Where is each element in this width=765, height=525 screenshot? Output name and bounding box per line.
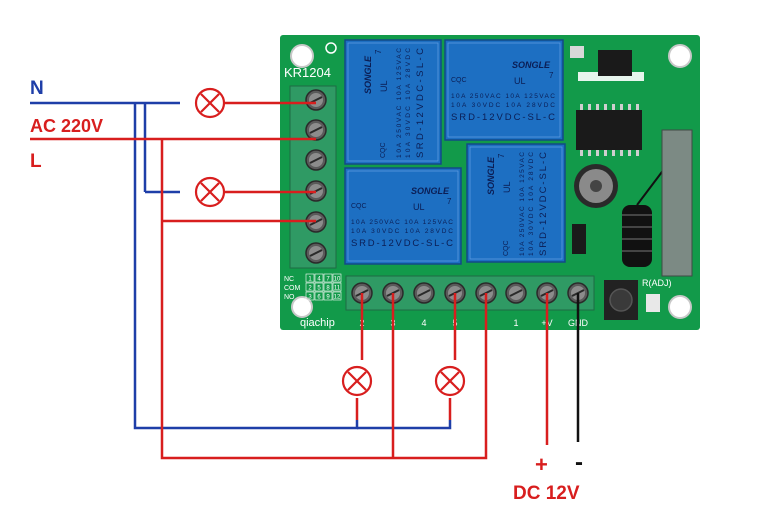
terminal-screw-icon: [305, 89, 327, 111]
wires: [30, 101, 580, 460]
legend-cell: 4: [317, 277, 321, 283]
clock-icon: [325, 42, 337, 54]
legend-cell: 9: [326, 295, 330, 301]
relay-ul: UL: [379, 80, 389, 92]
relay-brand: SONGLE: [411, 186, 450, 196]
neutral-label: N: [30, 78, 44, 99]
legend-cell: 10: [334, 277, 341, 283]
relay-ul: UL: [502, 181, 512, 193]
mounting-hole-icon: [668, 44, 692, 68]
mounting-hole-icon: [291, 296, 313, 318]
mounting-hole-icon: [290, 44, 314, 68]
bottom-terminal-label: 1: [513, 318, 518, 328]
live-wire: [160, 139, 488, 460]
crystal-icon: [570, 46, 584, 58]
plus-sign: +: [535, 452, 548, 477]
relay-rating-line1: 10A 250VAC 10A 125VAC: [451, 93, 555, 100]
legend-cell: 8: [326, 286, 330, 292]
header-strip: [578, 72, 644, 81]
legend-row-nc: NC: [284, 276, 294, 283]
terminal-screw-icon: [305, 242, 327, 264]
legend-cell: 2: [308, 286, 312, 292]
relay-cert: CQC: [380, 142, 387, 158]
relay-rating-line2: 10A 30VDC 10A 28VDC: [528, 152, 535, 256]
relay-brand: SONGLE: [363, 55, 373, 94]
terminal-screw-icon: [413, 282, 435, 304]
legend-row-com: COM: [284, 285, 301, 292]
relay: SONGLE CQC UL 7 10A 250VAC 10A 125VAC 10A 30V…: [444, 39, 564, 141]
legend-cell: 1: [308, 277, 312, 283]
diode-icon: [572, 224, 586, 254]
relay-ul: UL: [514, 76, 526, 86]
ac-voltage-label: AC 220V: [30, 116, 103, 136]
relay-pin-number: 7: [447, 197, 452, 206]
board-brand: qiachip: [300, 317, 335, 329]
legend-cell: 7: [326, 277, 330, 283]
terminal-screw-icon: [305, 149, 327, 171]
relay-ul: UL: [413, 202, 425, 212]
minus-sign: -: [575, 449, 583, 476]
relay-pin-number: 7: [374, 49, 383, 54]
lamp-icon: [194, 176, 226, 208]
legend-cell: 6: [317, 295, 321, 301]
relay-rating-line1: 10A 250VAC 10A 125VAC: [351, 219, 453, 226]
ic-chip: [598, 50, 632, 76]
neutral-wire: [357, 420, 452, 430]
neutral-wire: [133, 103, 359, 430]
relay-cert: CQC: [451, 77, 467, 84]
capacitor-icon: [574, 164, 618, 208]
bottom-terminal-label: 4: [421, 318, 426, 328]
legend-cell: 11: [334, 286, 341, 292]
relay-cert: CQC: [503, 240, 510, 256]
decoder-chip: [576, 110, 642, 150]
reset-label: R(ADJ): [642, 278, 672, 288]
relay-pin-number: 7: [549, 71, 554, 80]
legend-cell: 12: [334, 295, 341, 301]
relay-brand: SONGLE: [486, 156, 496, 195]
rf-module: [661, 129, 693, 277]
reset-button: [604, 280, 638, 320]
dc-voltage-label: DC 12V: [513, 483, 580, 504]
legend-cell: 3: [308, 295, 312, 301]
relay-brand: SONGLE: [512, 60, 551, 70]
lamp-icon: [434, 365, 466, 397]
terminal-screw-icon: [505, 282, 527, 304]
lamp-icon: [341, 365, 373, 397]
lamps: [194, 87, 466, 397]
legend-cell: 5: [317, 286, 321, 292]
relay-rating-line2: 10A 30VDC 10A 28VDC: [451, 102, 555, 109]
led-icon: [646, 294, 660, 312]
live-label: L: [30, 151, 42, 172]
relay-rating-line2: 10A 30VDC 10A 28VDC: [405, 48, 412, 158]
relay-pin-number: 7: [497, 153, 506, 158]
relay-rating-line2: 10A 30VDC 10A 28VDC: [351, 228, 453, 235]
terminal-screw-icon: [305, 119, 327, 141]
relay-rating-line1: 10A 250VAC 10A 125VAC: [396, 48, 403, 158]
board-model: KR1204: [284, 65, 331, 80]
lamp-icon: [194, 87, 226, 119]
left-terminal-block: [289, 85, 337, 269]
mounting-hole-icon: [668, 295, 692, 319]
relay-rating-line1: 10A 250VAC 10A 125VAC: [519, 152, 526, 256]
relay-cert: CQC: [351, 203, 367, 210]
legend-row-no: NO: [284, 294, 295, 301]
relay: SONGLE CQC UL 7 10A 250VAC 10A 125VAC 10A 30V…: [344, 167, 462, 265]
